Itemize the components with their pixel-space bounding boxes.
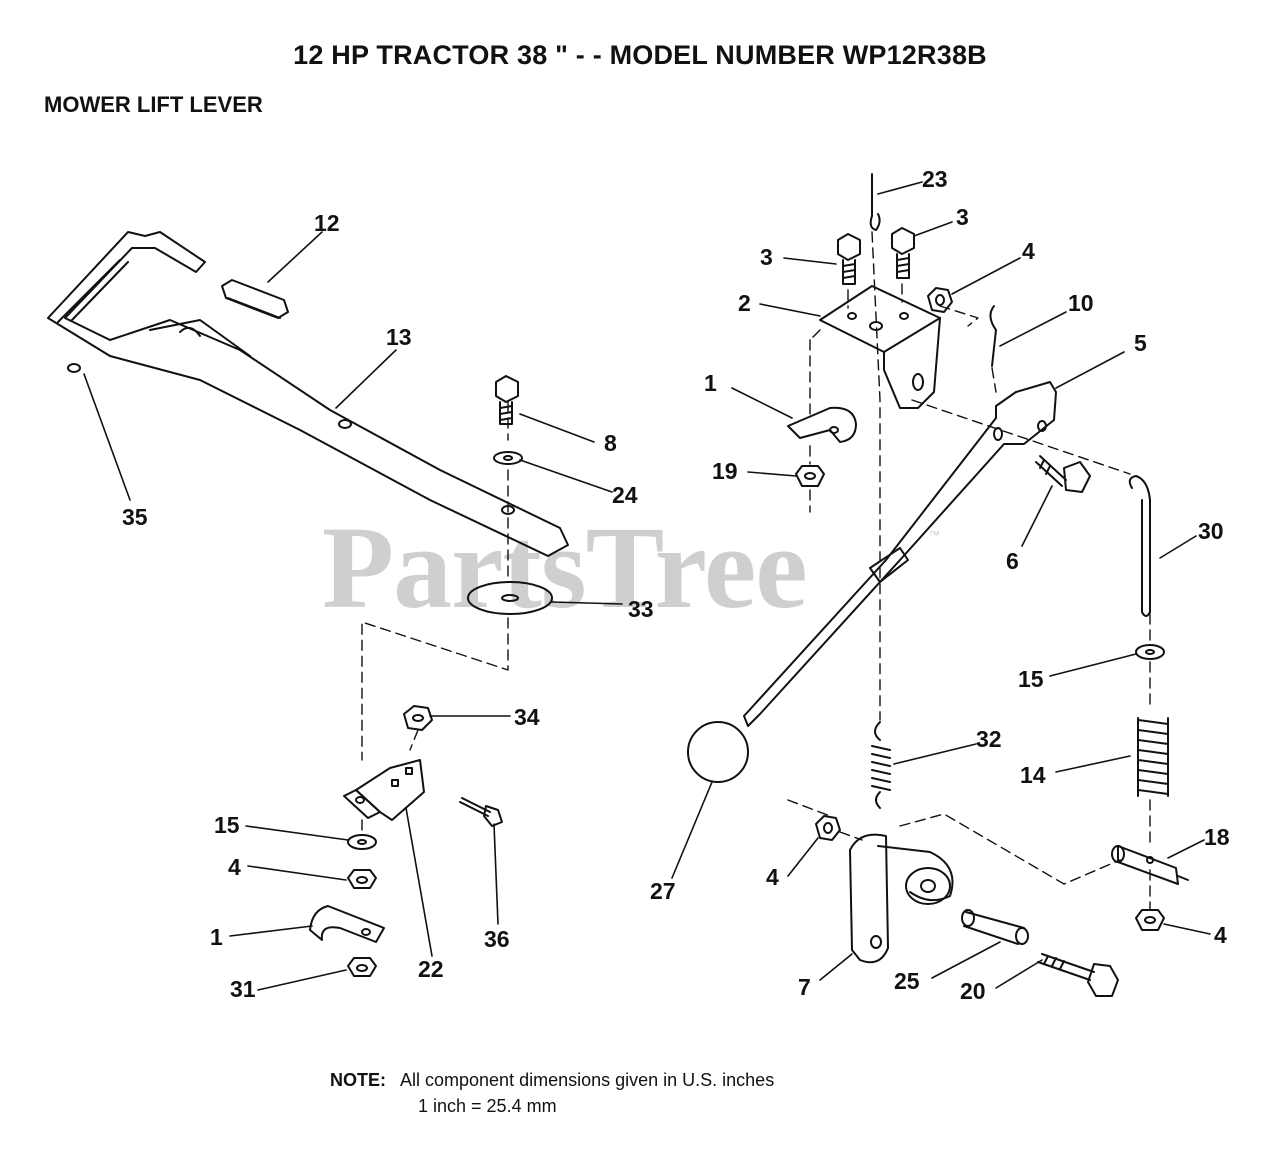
callout-22: 22 bbox=[418, 956, 444, 982]
callout-32: 32 bbox=[976, 726, 1002, 752]
part-4-nut-middle bbox=[815, 815, 841, 841]
callout-4-right: 4 bbox=[1214, 922, 1227, 948]
callout-7: 7 bbox=[798, 974, 811, 1000]
part-3-bolt-b bbox=[891, 227, 915, 279]
watermark-trademark: ™ bbox=[928, 528, 940, 542]
part-12-grip bbox=[221, 279, 289, 319]
part-33-large-washer bbox=[467, 581, 553, 615]
assembly-guides-left bbox=[361, 401, 509, 831]
callout-15-left: 15 bbox=[214, 812, 240, 838]
note-line-2: 1 inch = 25.4 mm bbox=[418, 1096, 557, 1116]
part-35-plug bbox=[67, 363, 81, 373]
callout-35: 35 bbox=[122, 504, 148, 530]
callout-14: 14 bbox=[1020, 762, 1046, 788]
callout-12: 12 bbox=[314, 210, 340, 236]
callout-30: 30 bbox=[1198, 518, 1224, 544]
part-27-knob bbox=[687, 721, 749, 783]
callout-33: 33 bbox=[628, 596, 654, 622]
part-6-shoulder-bolt bbox=[1035, 455, 1091, 493]
callout-10: 10 bbox=[1068, 290, 1094, 316]
part-4-nut-top bbox=[927, 287, 953, 313]
part-20-bolt bbox=[1037, 953, 1119, 997]
section-title: MOWER LIFT LEVER bbox=[44, 92, 263, 117]
callout-3-b: 3 bbox=[760, 244, 773, 270]
part-19-nut bbox=[795, 465, 825, 487]
part-30-rod bbox=[1128, 475, 1151, 617]
callout-15-right: 15 bbox=[1018, 666, 1044, 692]
part-2-bracket bbox=[819, 285, 941, 409]
note-line-1: All component dimensions given in U.S. i… bbox=[400, 1070, 775, 1090]
part-13-lever-handle bbox=[47, 231, 569, 557]
watermark: PartsTree bbox=[322, 502, 808, 633]
part-24-washer bbox=[493, 451, 523, 465]
part-5-lift-lever bbox=[743, 381, 1057, 727]
part-1-clip-right bbox=[787, 406, 857, 443]
part-23-cotter-pin bbox=[869, 173, 881, 231]
part-10-cotter-pin bbox=[989, 305, 997, 367]
callout-24: 24 bbox=[612, 482, 638, 508]
part-3-bolt-a bbox=[837, 233, 861, 285]
part-34-nut bbox=[403, 705, 433, 731]
callout-3-a: 3 bbox=[956, 204, 969, 230]
callout-13: 13 bbox=[386, 324, 412, 350]
callout-6: 6 bbox=[1006, 548, 1019, 574]
callout-4-left: 4 bbox=[228, 854, 241, 880]
diagram-title: 12 HP TRACTOR 38 " - - MODEL NUMBER WP12… bbox=[293, 40, 987, 70]
callout-2: 2 bbox=[738, 290, 751, 316]
part-15-washer-left bbox=[347, 834, 377, 850]
part-32-extension-spring bbox=[871, 721, 891, 809]
part-15-washer-right bbox=[1135, 644, 1165, 660]
callout-leaders bbox=[83, 181, 1211, 991]
part-18-pin bbox=[1111, 845, 1189, 885]
callout-27: 27 bbox=[650, 878, 676, 904]
part-31-nut bbox=[347, 957, 377, 977]
part-22-bracket bbox=[343, 759, 425, 821]
callout-1-left: 1 bbox=[210, 924, 223, 950]
callout-5: 5 bbox=[1134, 330, 1147, 356]
callout-4-top: 4 bbox=[1022, 238, 1035, 264]
callout-19: 19 bbox=[712, 458, 738, 484]
callout-1-right: 1 bbox=[704, 370, 717, 396]
callout-18: 18 bbox=[1204, 824, 1230, 850]
callout-23: 23 bbox=[922, 166, 948, 192]
note-label: NOTE: bbox=[330, 1070, 386, 1090]
callout-4-middle: 4 bbox=[766, 864, 779, 890]
part-8-bolt bbox=[495, 375, 519, 425]
callout-25: 25 bbox=[894, 968, 920, 994]
part-25-spacer bbox=[961, 909, 1029, 945]
part-4-nut-left bbox=[347, 869, 377, 889]
callout-20: 20 bbox=[960, 978, 986, 1004]
callout-31: 31 bbox=[230, 976, 256, 1002]
note: NOTE: All component dimensions given in U… bbox=[330, 1070, 774, 1091]
part-7-pivot-bracket bbox=[849, 833, 954, 964]
part-14-spring bbox=[1137, 717, 1169, 797]
part-36-carriage-bolt bbox=[459, 797, 503, 827]
callout-8: 8 bbox=[604, 430, 617, 456]
assembly-guides-right bbox=[787, 231, 1151, 911]
part-1-clip-left bbox=[309, 905, 385, 943]
callout-34: 34 bbox=[514, 704, 540, 730]
callout-36: 36 bbox=[484, 926, 510, 952]
part-4-nut-right bbox=[1135, 909, 1165, 931]
